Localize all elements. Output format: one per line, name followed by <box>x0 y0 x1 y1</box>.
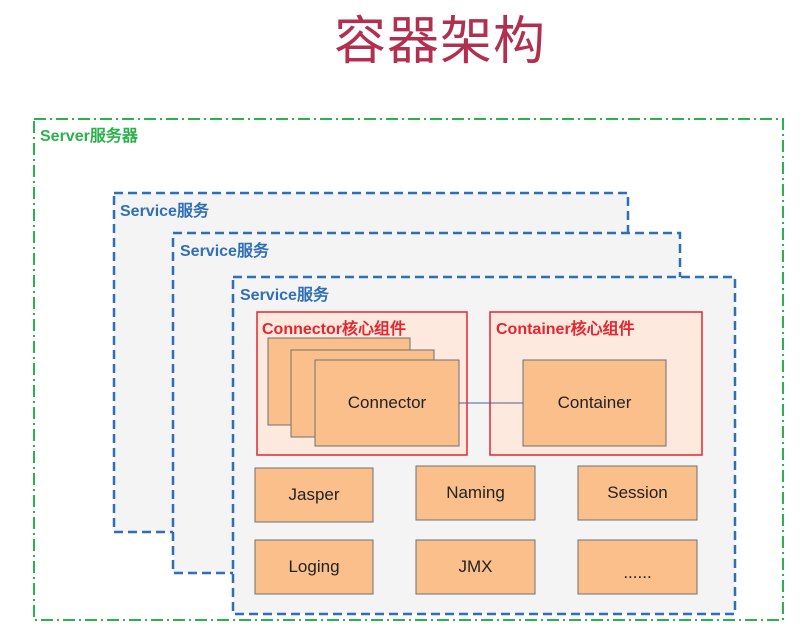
module-more: ...... <box>623 563 652 582</box>
server-box <box>33 118 784 621</box>
diagram-title: 容器架构 <box>333 13 546 71</box>
module-box-naming <box>415 465 536 521</box>
container-group-label: Container核心组件 <box>496 321 635 338</box>
module-box-loging <box>254 539 374 595</box>
module-jasper: Jasper <box>288 485 340 504</box>
module-jmx: JMX <box>458 557 493 576</box>
connector-text: Connector <box>347 393 427 412</box>
module-loging: Loging <box>288 557 340 576</box>
module-box-more <box>577 539 698 595</box>
server-label: Server服务器 <box>40 128 138 145</box>
container-text: Container <box>557 393 632 412</box>
module-box-jasper <box>254 467 374 523</box>
module-box-jmx <box>415 539 536 595</box>
connector-box <box>314 359 460 447</box>
module-naming: Naming <box>446 483 505 502</box>
module-session: Session <box>607 483 668 502</box>
service-label-2: Service服务 <box>180 243 269 260</box>
service-label-1: Service服务 <box>120 203 209 220</box>
connector-group-label: Connector核心组件 <box>262 321 407 338</box>
service-label-3: Service服务 <box>240 287 329 304</box>
module-box-session <box>577 465 698 521</box>
